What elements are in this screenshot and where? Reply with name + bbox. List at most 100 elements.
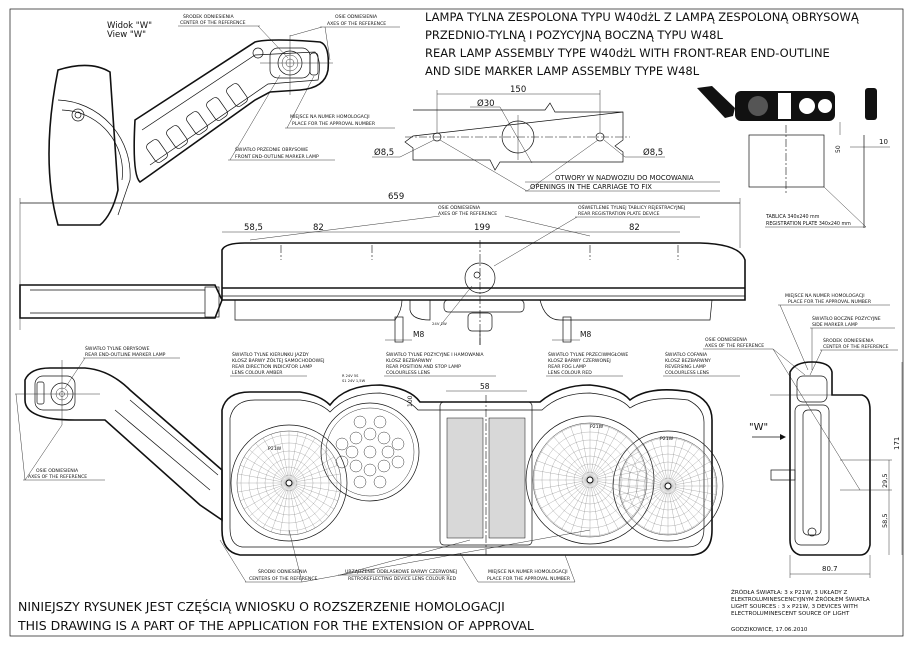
led-element bbox=[353, 475, 367, 489]
lamp-mark-2: P21W bbox=[590, 424, 604, 430]
led-element bbox=[363, 463, 377, 477]
approval-pl-bottom: MIEJSCE NA NUMER HOMOLOGACJI bbox=[488, 569, 568, 575]
dim-holes-spacing: 150 bbox=[510, 85, 526, 95]
dim-58-5-side: 58,5 bbox=[881, 514, 889, 528]
front-view: P21W P21W P21W 58 100 ŚWIATŁO TYLNE OBRY… bbox=[15, 345, 740, 583]
axes-ref-en-mid: AXES OF THE REFERENCE bbox=[438, 211, 497, 217]
plate-en: REGISTRATION PLATE 340x240 mm bbox=[766, 221, 851, 227]
indicator-label-line: REAR DIRECTION INDICATOR LAMP bbox=[232, 364, 312, 370]
sheet-border bbox=[9, 8, 904, 637]
approval-en-bottom: PLACE FOR THE APPROVAL NUMBER bbox=[487, 576, 571, 582]
led-element bbox=[349, 459, 363, 473]
axes-ref-en-top: AXES OF THE REFERENCE bbox=[327, 21, 386, 27]
side-marker-en: SIDE MARKER LAMP bbox=[812, 322, 858, 328]
indicator-label-line: ŚWIATŁO TYLNE KIERUNKU JAZDY bbox=[232, 351, 309, 358]
dim-plate-gap: 50 bbox=[835, 145, 842, 153]
fog-label-line: ŚWIATŁO TYLNE PRZECIWMGŁOWE bbox=[548, 351, 628, 358]
dim-82-right: 82 bbox=[629, 223, 640, 233]
plate-pl: TABLICA 340x240 mm bbox=[765, 214, 820, 220]
stop-label-line: REAR POSITION AND STOP LAMP bbox=[386, 364, 461, 370]
dim-199: 199 bbox=[474, 223, 490, 233]
fog-label-line: KLOSZ BARWY CZERWONEJ bbox=[548, 358, 611, 364]
retro-pl: URZĄDZENIE ODBLASKOWE BARWY CZERWONEJ bbox=[345, 569, 457, 575]
dim-100: 100 bbox=[407, 395, 414, 407]
retro-en: RETROREFLECTING DEVICE LENS COLOUR RED bbox=[348, 576, 456, 582]
stop-label-line: ŚWIATŁO TYLNE POZYCYJNE I HAMOWANIA bbox=[386, 351, 484, 358]
center-ref-en-side: CENTER OF THE REFERENCE bbox=[823, 344, 889, 350]
view-w-arm: Widok "W" View "W" ŚRODEK ODNIESIENIA CE… bbox=[48, 13, 400, 226]
dim-hole-small-left: Ø8,5 bbox=[374, 147, 394, 158]
dim-hole-big: Ø30 bbox=[477, 98, 495, 109]
bulb-code-1: R 24V 5S bbox=[342, 374, 359, 378]
top-view: 659 58,5 82 199 82 OSIE ODNIESIENIA AXES… bbox=[19, 192, 746, 345]
axes-ref-pl-mid: OSIE ODNIESIENIA bbox=[438, 205, 481, 211]
led-element bbox=[363, 445, 377, 459]
title-line-3: REAR LAMP ASSEMBLY TYPE W40dżL WITH FRON… bbox=[425, 46, 830, 60]
dim-overall-length: 659 bbox=[388, 192, 404, 202]
reversing-label-line: COLOURLESS LENS bbox=[665, 370, 709, 376]
center-ref-pl: ŚRODEK ODNIESIENIA bbox=[183, 13, 234, 20]
sources-4: ELECTROLUMINESCENT SOURCE OF LIGHT bbox=[731, 611, 850, 617]
approval-pl-top: MIEJSCE NA NUMER HOMOLOGACJI bbox=[290, 114, 370, 120]
stop-label-line: COLOURLESS LENS bbox=[386, 370, 430, 376]
rear-marker-en: REAR END-OUTLINE MARKER LAMP bbox=[85, 352, 166, 358]
mounting-holes-detail: 150 Ø30 Ø8,5 Ø8,5 OTWORY W NADWOZIU DO M… bbox=[372, 85, 720, 192]
side-marker-pl: ŚWIATŁO BOCZNE POZYCYJNE bbox=[812, 315, 881, 322]
axes-ref-en-left: AXES OF THE REFERENCE bbox=[28, 474, 87, 480]
approval-en-top: PLACE FOR THE APPROVAL NUMBER bbox=[292, 121, 376, 127]
title-line-4: AND SIDE MARKER LAMP ASSEMBLY TYPE W48L bbox=[425, 64, 700, 78]
bulb-code-2: S1 24V 1,5W bbox=[342, 379, 366, 383]
led-element bbox=[335, 455, 349, 469]
dim-hole-small-right: Ø8,5 bbox=[643, 147, 663, 158]
led-element bbox=[391, 437, 405, 451]
footer-en: THIS DRAWING IS A PART OF THE APPLICATIO… bbox=[17, 618, 534, 633]
reg-device-en: REAR REGISTRATION PLATE DEVICE bbox=[578, 211, 660, 217]
reversing-label-line: ŚWIATŁO COFANIA bbox=[665, 351, 708, 358]
center-ref-en: CENTER OF THE REFERENCE bbox=[180, 20, 246, 26]
axes-ref-pl-top: OSIE ODNIESIENIA bbox=[335, 14, 378, 20]
dim-58: 58 bbox=[480, 382, 490, 391]
footer-pl: NINIEJSZY RYSUNEK JEST CZĘŚCIĄ WNIOSKU O… bbox=[18, 599, 505, 614]
rear-marker-pl: ŚWIATŁO TYLNE OBRYSOWE bbox=[85, 345, 150, 352]
axes-ref-pl-left: OSIE ODNIESIENIA bbox=[36, 468, 79, 474]
sources-1: ŹRÓDŁA ŚWIATŁA: 3 x P21W, 3 UKŁADY Z bbox=[731, 588, 848, 596]
fog-label-line: LENS COLOUR RED bbox=[548, 370, 592, 376]
openings-pl: OTWORY W NADWOZIU DO MOCOWANIA bbox=[555, 174, 694, 182]
view-w-arrow-label: "W" bbox=[749, 422, 768, 433]
led-element bbox=[345, 445, 359, 459]
title-line-1: LAMPA TYLNA ZESPOLONA TYPU W40dżL Z LAMP… bbox=[425, 10, 860, 24]
plate-position-detail: 50 10 TABLICA 340x240 mm REGISTRATION PL… bbox=[697, 86, 890, 228]
side-view: MIEJSCE NA NUMER HOMOLOGACJI PLACE FOR T… bbox=[703, 293, 903, 578]
sources-2: ELEKTROLUMINESCENCYJNYM ŹRÓDŁEM ŚWIATŁA bbox=[731, 595, 870, 603]
led-element bbox=[381, 445, 395, 459]
sources-3: LIGHT SOURCES : 3 x P21W, 3 DEVICES WITH bbox=[731, 604, 858, 610]
approval-en-side: PLACE FOR THE APPROVAL NUMBER bbox=[788, 299, 872, 305]
approval-pl-side: MIEJSCE NA NUMER HOMOLOGACJI bbox=[785, 293, 865, 299]
reversing-label-line: REVERSING LAMP bbox=[665, 364, 706, 370]
led-element bbox=[373, 415, 387, 429]
axes-ref-en-side: AXES OF THE REFERENCE bbox=[705, 343, 764, 349]
indicator-label-line: LENS COLOUR AMBER bbox=[232, 370, 283, 376]
dim-82-left: 82 bbox=[313, 223, 324, 233]
view-w-pl: Widok "W" bbox=[107, 21, 152, 31]
reversing-label-line: KLOSZ BEZBARWNY bbox=[665, 358, 711, 364]
footer: NINIEJSZY RYSUNEK JEST CZĘŚCIĄ WNIOSKU O… bbox=[17, 588, 870, 633]
led-element bbox=[377, 431, 391, 445]
dim-plate-offset: 10 bbox=[879, 138, 888, 146]
led-element bbox=[335, 437, 349, 451]
bulb-24v: 24V 1W bbox=[432, 321, 447, 326]
dim-58-5: 58,5 bbox=[244, 223, 263, 233]
title-block: LAMPA TYLNA ZESPOLONA TYPU W40dżL Z LAMP… bbox=[425, 10, 860, 78]
front-marker-pl: ŚWIATŁO PRZEDNIE OBRYSOWE bbox=[235, 146, 308, 153]
indicator-label-line: KLOSZ BARWY ŻÓŁTEJ SAMOCHODOWEJ bbox=[232, 357, 324, 364]
dim-m8-right: M8 bbox=[580, 330, 591, 339]
centres-ref-en: CENTERS OF THE REFERENCE bbox=[249, 576, 318, 582]
dim-m8-left: M8 bbox=[413, 330, 424, 339]
center-ref-pl-side: ŚRODEK ODNIESIENIA bbox=[823, 337, 874, 344]
lamp-mark-1: P21W bbox=[268, 446, 282, 452]
title-line-2: PRZEDNIO-TYLNĄ I POZYCYJNĄ BOCZNĄ TYPU W… bbox=[425, 28, 723, 42]
led-element bbox=[353, 415, 367, 429]
openings-en: OPENINGS IN THE CARRIAGE TO FIX bbox=[530, 183, 652, 191]
